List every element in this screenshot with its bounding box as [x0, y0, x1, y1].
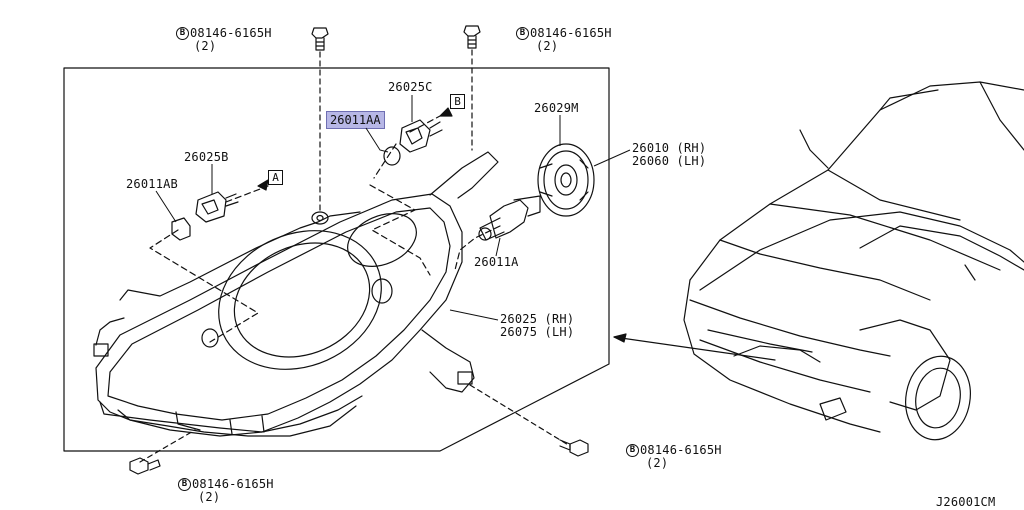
center-bolt-boss: [311, 211, 329, 225]
fastener-part-number: 08146-6165H: [640, 443, 722, 457]
vehicle-outline: [683, 81, 1024, 441]
bolt-qty-top-left: (2): [194, 39, 217, 53]
bolt-top-left: [311, 27, 329, 51]
callout-26010-rh[interactable]: 26010 (RH): [632, 141, 707, 155]
callout-26025-rh[interactable]: 26025 (RH): [500, 312, 575, 326]
headlamp-housing: [93, 151, 499, 437]
bolt-qty-bottom-left: (2): [198, 490, 221, 504]
fastener-part-number: 08146-6165H: [192, 477, 274, 491]
callout-26011ab[interactable]: 26011AB: [126, 177, 178, 191]
bolt-qty-bottom-right: (2): [646, 456, 669, 470]
fastener-part-number: 08146-6165H: [530, 26, 612, 40]
callout-26011aa-highlighted[interactable]: 26011AA: [326, 111, 385, 129]
callout-26011a[interactable]: 26011A: [474, 255, 519, 269]
b-symbol: B: [516, 27, 529, 40]
ref-box-b: B: [450, 94, 465, 109]
left-socket-drawing: [171, 179, 269, 241]
bolt-bottom-right: [559, 439, 589, 457]
car-pointer-arrow: [613, 333, 776, 361]
b-symbol: B: [178, 478, 191, 491]
callout-26029m[interactable]: 26029M: [534, 101, 579, 115]
callout-26075-lh[interactable]: 26075 (LH): [500, 325, 575, 339]
fastener-part-number: 08146-6165H: [190, 26, 272, 40]
bolt-bottom-left: [129, 457, 161, 475]
bolt-dashed-leaders: [139, 49, 571, 463]
cap-part-drawing: [537, 143, 595, 217]
diagram-code: J26001CM: [936, 495, 996, 509]
callout-26025c[interactable]: 26025C: [388, 80, 433, 94]
b-symbol: B: [176, 27, 189, 40]
ref-box-a: A: [268, 170, 283, 185]
callout-26025b[interactable]: 26025B: [184, 150, 229, 164]
bolt-top-right: [463, 25, 481, 49]
bolt-qty-top-right: (2): [536, 39, 559, 53]
frame-outline: [63, 67, 610, 452]
upper-socket-drawing: [383, 107, 453, 166]
main-bulb-drawing: [478, 195, 541, 241]
b-symbol: B: [626, 444, 639, 457]
callout-26060-lh[interactable]: 26060 (LH): [632, 154, 707, 168]
